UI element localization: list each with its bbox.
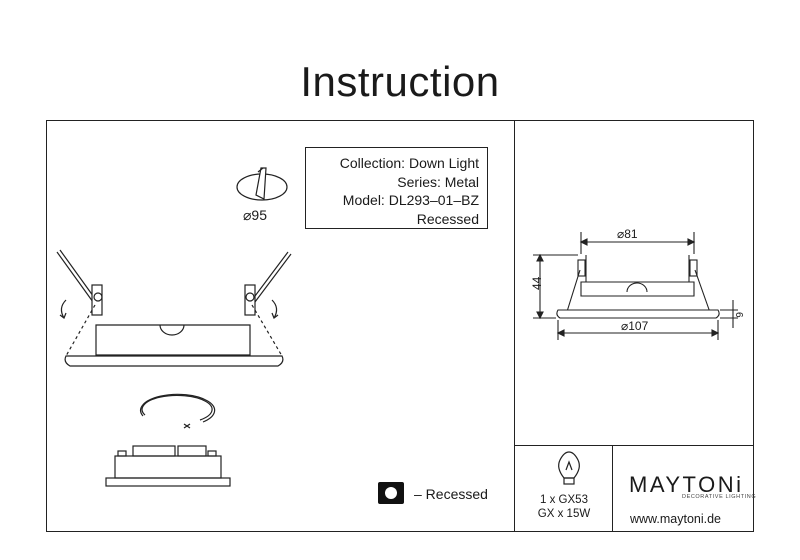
recessed-symbol-icon [378, 482, 404, 504]
outer-diameter-label: ⌀107 [621, 319, 649, 333]
retaining-ring-icon [140, 393, 216, 429]
collection-label: Collection: Down Light [339, 155, 479, 171]
lamp-spec: 1 x GX53 GX x 15W [516, 493, 612, 521]
installation-diagram [56, 249, 292, 367]
lamp-type: 1 x GX53 [540, 494, 588, 506]
brand-tagline: DECORATIVE LIGHTING [682, 494, 757, 500]
height-label: 44 [530, 276, 544, 290]
vertical-divider [514, 120, 515, 532]
inner-diameter-label: ⌀81 [617, 227, 638, 241]
bulb-icon [558, 451, 580, 485]
brand-logo: MAYTONi [629, 472, 744, 497]
cutout-hole-icon [236, 167, 288, 201]
type-label: Recessed [416, 210, 479, 227]
instruction-frame [46, 120, 754, 532]
legend-label: – Recessed [414, 486, 488, 502]
model-label: Model: DL293–01–BZ [342, 192, 479, 208]
lamp-module-icon [105, 445, 231, 487]
cutout-diameter-label: ⌀95 [243, 207, 268, 223]
product-info-box: Collection: Down Light Series: Metal Mod… [305, 147, 488, 229]
dimension-drawing [533, 232, 738, 340]
lamp-power: GX x 15W [537, 508, 591, 520]
horizontal-divider [514, 445, 754, 446]
rim-height-label: 6 [733, 312, 744, 318]
series-label: Series: Metal [397, 173, 479, 190]
footer-divider [612, 445, 613, 532]
website-link[interactable]: www.maytoni.de [630, 512, 722, 526]
page-title: Instruction [300, 58, 500, 105]
